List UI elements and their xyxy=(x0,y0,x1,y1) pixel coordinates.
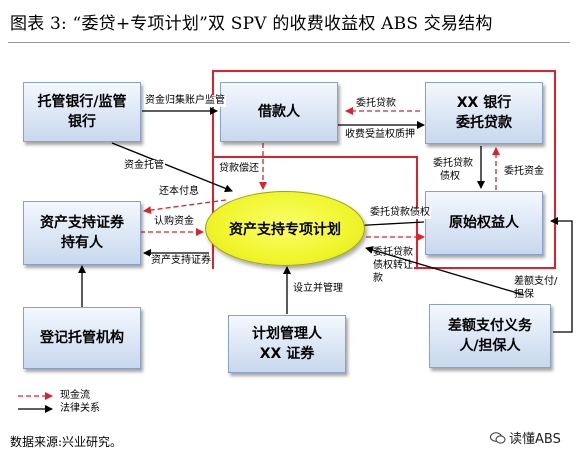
label-transfer-line2: 债权转让 xyxy=(373,260,413,271)
legend-legal-relation: 法律关系 xyxy=(60,403,100,414)
node-xx-bank-entrusted-loan: XX 银行 委托贷款 xyxy=(425,82,543,144)
watermark: 读懂ABS xyxy=(490,428,561,447)
node-security-holder: 资产支持证券持有人 xyxy=(23,201,141,265)
label-fee-pledge: 收费受益权质押 xyxy=(345,129,415,140)
legend-cash-flow: 现金流 xyxy=(60,390,90,401)
label-shortfall-line2: 担保 xyxy=(514,289,534,300)
node-plan-manager: 计划管理人 XX 证券 xyxy=(228,315,346,373)
label-subscribe-funds: 认购资金 xyxy=(153,216,195,228)
label-transfer-line1: 委托贷款 xyxy=(373,247,413,258)
watermark-text: 读懂ABS xyxy=(509,432,561,447)
label-fund-custody: 资金托管 xyxy=(123,160,165,172)
label-shortfall-line1: 差额支付/ xyxy=(514,276,558,287)
node-custodian-bank: 托管银行/监管银行 xyxy=(23,82,141,142)
label-entrusted-claim-line1: 委托贷款 xyxy=(433,158,473,169)
wechat-icon xyxy=(490,432,506,444)
label-principal-interest: 还本付息 xyxy=(158,186,200,198)
label-fund-collection: 资金归集账户监管 xyxy=(144,95,226,107)
label-transfer-line3: 款 xyxy=(373,273,383,284)
node-registry-custodian: 登记托管机构 xyxy=(23,307,141,369)
label-entrusted-funds: 委托资金 xyxy=(504,166,544,177)
figure-title: 图表 3: “委贷+专项计划”双 SPV 的收费收益权 ABS 交易结构 xyxy=(10,14,493,34)
arrow-guarantor-to-plan xyxy=(365,246,525,296)
label-entrusted-claim-line2: 债权 xyxy=(440,171,460,182)
arrow-custodian-to-plan xyxy=(111,142,233,193)
data-source: 数据来源:兴业研究。 xyxy=(10,435,123,449)
label-loan-claim: 委托贷款债权 xyxy=(369,207,431,219)
label-entrusted-loan: 委托贷款 xyxy=(356,98,396,109)
double-spv-highlight-frame-step xyxy=(212,156,418,158)
arrow-guarantor-to-owner-shortfall xyxy=(550,217,573,333)
title-divider xyxy=(8,42,570,43)
node-borrower: 借款人 xyxy=(220,82,338,142)
label-loan-repay: 贷款偿还 xyxy=(218,163,260,175)
node-original-owner: 原始权益人 xyxy=(425,191,543,255)
node-special-plan: 资产支持专项计划 xyxy=(205,191,365,266)
node-guarantor: 差额支付义务人/担保人 xyxy=(429,304,551,368)
label-abs-securities: 资产支持证券 xyxy=(150,255,212,267)
label-setup-manage: 设立并管理 xyxy=(292,283,344,295)
arrow-plan-to-holder-principal xyxy=(143,199,227,215)
